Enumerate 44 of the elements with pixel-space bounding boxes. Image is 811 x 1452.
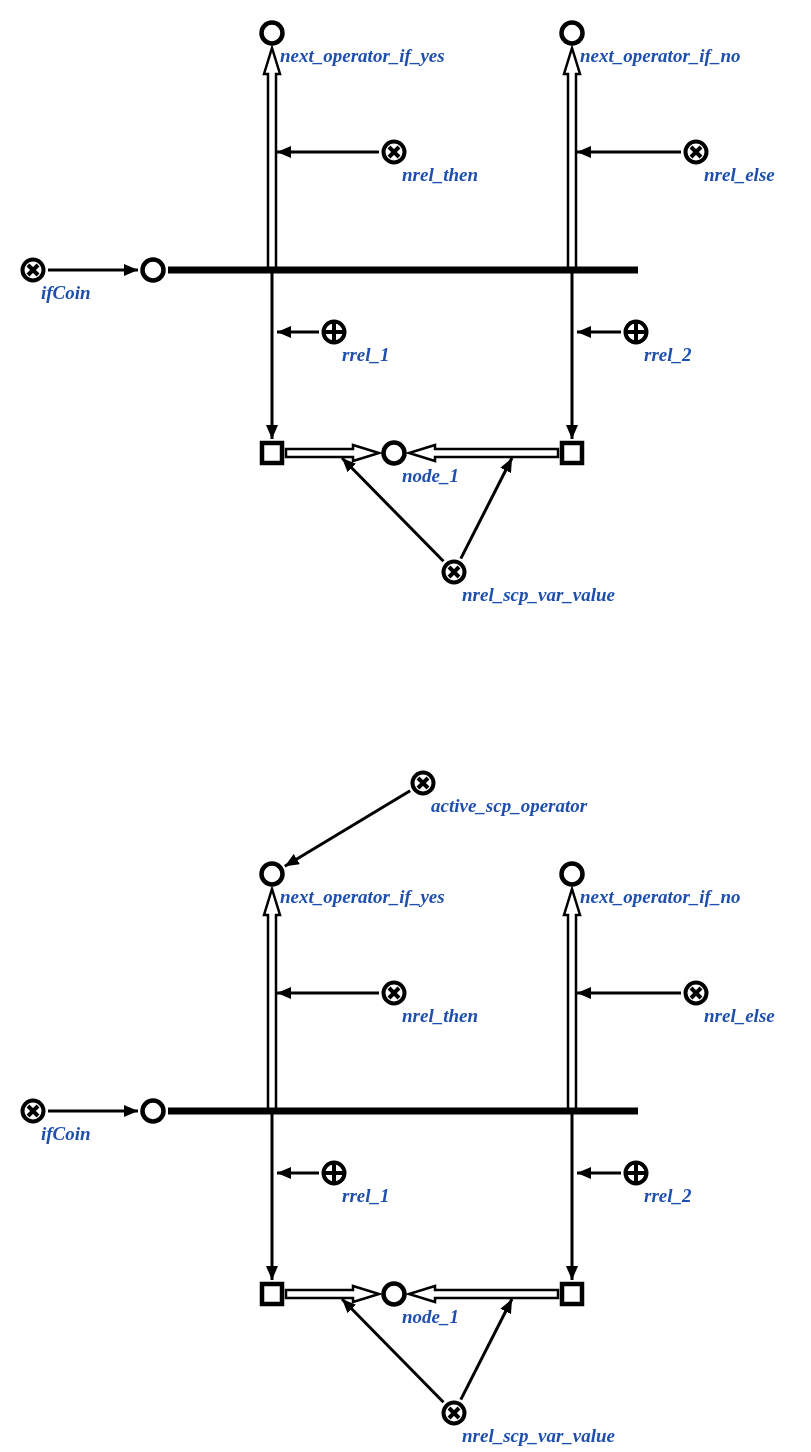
node-label: nrel_scp_var_value (462, 584, 616, 606)
double-line-arrow (284, 1284, 384, 1304)
node-label: nrel_else (704, 1005, 775, 1027)
node-label: active_scp_operator (431, 795, 588, 817)
node-label: next_operator_if_no (580, 45, 741, 67)
node-label: node_1 (402, 1306, 459, 1328)
node-label: next_operator_if_yes (280, 886, 445, 908)
node-label: next_operator_if_yes (280, 45, 445, 67)
node-label: rrel_2 (644, 344, 692, 366)
node-label: ifCoin (41, 1123, 91, 1145)
arrow (577, 987, 681, 999)
arrow (48, 264, 138, 276)
arrow (340, 1297, 445, 1404)
double-line-arrow (404, 1284, 560, 1304)
node-label: rrel_1 (342, 344, 390, 366)
node-label: node_1 (402, 465, 459, 487)
square-node (258, 1280, 286, 1308)
node-label: next_operator_if_no (580, 886, 741, 908)
node-label: rrel_1 (342, 1185, 390, 1207)
circle-bus-node (139, 256, 638, 284)
double-line-arrow (284, 443, 384, 463)
circle-bus-node (139, 1097, 638, 1125)
node-label: nrel_scp_var_value (462, 1425, 616, 1447)
arrow (48, 1105, 138, 1117)
arrow (459, 1298, 514, 1401)
square-node (258, 439, 286, 467)
double-line-arrow (404, 443, 560, 463)
node-label: ifCoin (41, 282, 91, 304)
arrow (284, 789, 411, 868)
square-node (558, 1280, 586, 1308)
node-label: rrel_2 (644, 1185, 692, 1207)
arrow (277, 146, 379, 158)
arrow (340, 456, 445, 563)
arrow (277, 1167, 319, 1179)
arrow (577, 146, 681, 158)
node-label: nrel_else (704, 164, 775, 186)
node-label: nrel_then (402, 164, 479, 186)
arrow (459, 457, 514, 560)
arrow (577, 326, 621, 338)
arrow (277, 326, 319, 338)
arrow (577, 1167, 621, 1179)
node-label: nrel_then (402, 1005, 479, 1027)
square-node (558, 439, 586, 467)
arrow (277, 987, 379, 999)
